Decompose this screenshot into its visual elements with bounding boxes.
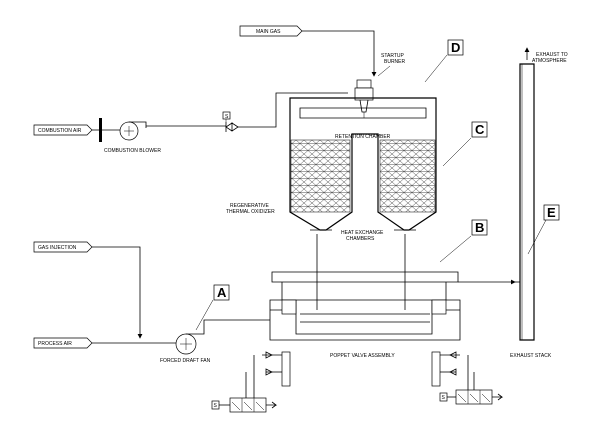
poppet-valve-label: POPPET VALVE ASSEMBLY	[330, 353, 395, 359]
retention-chamber-label: RETENTION CHAMBER	[335, 134, 391, 140]
callout-b: B	[439, 219, 488, 263]
heat-exchange-label-1: HEAT EXCHANGE	[341, 230, 384, 236]
exhaust-atmo-label-1: EXHAUST TO	[536, 52, 568, 58]
callout-c-letter: C	[475, 122, 485, 137]
combustion-air-label: COMBUSTION AIR	[38, 128, 82, 134]
main-gas-input: MAIN GAS	[239, 25, 377, 77]
combustion-blower: COMBUSTION BLOWER S	[104, 92, 348, 154]
gas-injection-label: GAS INJECTION	[38, 245, 77, 251]
callout-e: E	[527, 204, 560, 255]
heat-exchange-label-2: CHAMBERS	[346, 236, 375, 242]
rto-label-2: THERMAL OXIDIZER	[226, 209, 275, 215]
process-air-input: PROCESS AIR	[33, 337, 176, 349]
exhaust-stack: EXHAUST STACK	[510, 63, 552, 359]
callout-a: A	[195, 284, 230, 331]
process-air-label: PROCESS AIR	[38, 341, 72, 347]
callout-a-letter: A	[217, 285, 227, 300]
callout-e-letter: E	[547, 205, 556, 220]
exhaust-atmo-label-2: ATMOSPHERE	[532, 58, 567, 64]
forced-draft-fan-label: FORCED DRAFT FAN	[160, 358, 211, 364]
blower-valve-mark: S	[225, 114, 229, 120]
rto-body: RETENTION CHAMBER	[289, 97, 437, 231]
right-valve-mark: S	[442, 395, 446, 401]
startup-burner: STARTUP BURNER	[354, 53, 406, 118]
exhaust-atmosphere: EXHAUST TO ATMOSPHERE	[524, 47, 568, 64]
right-valve-actuator: S	[431, 351, 504, 405]
forced-draft-fan: FORCED DRAFT FAN	[160, 319, 270, 364]
exhaust-stack-label: EXHAUST STACK	[510, 353, 552, 359]
left-valve-mark: S	[214, 403, 218, 409]
gas-injection-input: GAS INJECTION	[33, 241, 143, 339]
callout-c: C	[442, 121, 488, 167]
callout-d-letter: D	[451, 40, 460, 55]
poppet-valve-assembly: POPPET VALVE ASSEMBLY	[269, 271, 520, 359]
combustion-blower-label: COMBUSTION BLOWER	[104, 148, 161, 154]
left-valve-actuator: S	[211, 351, 291, 413]
rto-label-1: REGENERATIVE	[230, 203, 269, 209]
callout-d: D	[424, 39, 464, 83]
combustion-air-input: COMBUSTION AIR	[33, 118, 120, 142]
startup-burner-label-1: STARTUP	[381, 53, 405, 59]
main-gas-label: MAIN GAS	[256, 29, 281, 35]
callout-b-letter: B	[475, 220, 484, 235]
startup-burner-label-2: BURNER	[384, 59, 406, 65]
